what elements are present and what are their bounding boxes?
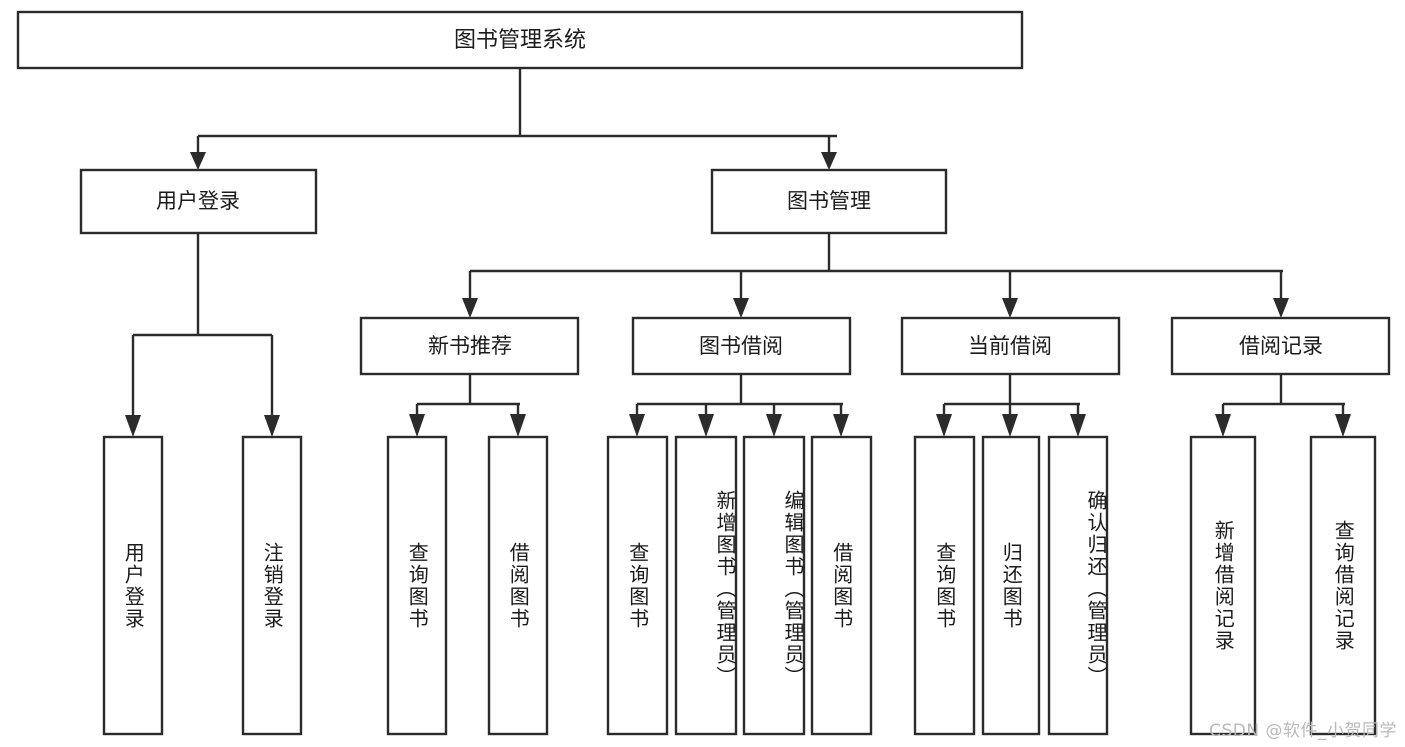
arrowhead-leaf-user-logout <box>264 415 280 437</box>
arrowhead-leaf-return-book <box>1002 414 1018 437</box>
node-leaf-add-book-box[interactable] <box>674 435 738 736</box>
node-user-login-box[interactable] <box>79 168 318 235</box>
arrowhead-leaf-add-book <box>698 414 714 437</box>
arrowhead-user-login <box>190 152 206 170</box>
arrowhead-leaf-borrow-book-1 <box>510 414 526 437</box>
arrowhead-leaf-query-record <box>1335 414 1351 437</box>
node-borrow-record[interactable]: 借阅记录 <box>1170 316 1391 376</box>
node-user-login-label: 用户登录 <box>156 189 240 213</box>
node-book-manage-box[interactable] <box>710 168 948 235</box>
node-root-label: 图书管理系统 <box>454 28 586 53</box>
node-new-book-recommend-label: 新书推荐 <box>428 334 512 358</box>
node-book-borrow[interactable]: 图书借阅 <box>631 316 852 376</box>
arrowhead-leaf-user-login <box>125 415 141 437</box>
arrowhead-book-manage <box>821 152 837 170</box>
node-current-borrow-label: 当前借阅 <box>968 334 1052 358</box>
node-book-borrow-box[interactable] <box>631 316 852 376</box>
node-leaf-user-logout-box[interactable] <box>241 435 303 736</box>
arrowhead-book-borrow <box>733 298 749 318</box>
edges-new-book-recommend-to-leaves <box>409 374 526 437</box>
arrowhead-borrow-record <box>1273 298 1289 318</box>
node-root[interactable]: 图书管理系统 <box>16 10 1024 70</box>
node-user-login[interactable]: 用户登录 <box>79 168 318 235</box>
node-leaf-user-login-box[interactable] <box>102 435 164 736</box>
node-leaf-query-book-1-box[interactable] <box>386 435 448 736</box>
arrowhead-leaf-query-book-3 <box>936 414 952 437</box>
node-borrow-record-box[interactable] <box>1170 316 1391 376</box>
arrowhead-current-borrow <box>1002 298 1018 318</box>
edges-book-borrow-to-leaves <box>629 374 849 437</box>
arrowhead-leaf-query-book-2 <box>629 414 645 437</box>
node-leaf-edit-book-box[interactable] <box>742 435 806 736</box>
node-new-book-recommend[interactable]: 新书推荐 <box>359 316 580 376</box>
arrowhead-leaf-query-book-1 <box>409 414 425 437</box>
node-leaf-query-book-2-box[interactable] <box>606 435 669 736</box>
arrowhead-leaf-confirm-return <box>1070 414 1086 437</box>
node-leaf-borrow-book-2-box[interactable] <box>810 435 873 736</box>
node-leaf-query-record-box[interactable] <box>1309 435 1377 736</box>
node-leaf-query-book-3-box[interactable] <box>913 435 976 736</box>
edges-borrow-record-to-leaves <box>1215 374 1351 437</box>
node-current-borrow-box[interactable] <box>900 316 1121 376</box>
csdn-watermark: CSDN @软件_小贺同学 <box>1209 721 1397 741</box>
node-book-manage-label: 图书管理 <box>787 189 871 213</box>
edges-root-to-level1 <box>190 68 837 170</box>
node-current-borrow[interactable]: 当前借阅 <box>900 316 1121 376</box>
arrowhead-new-book-recommend <box>462 298 478 318</box>
arrowhead-leaf-borrow-book-2 <box>833 414 849 437</box>
node-book-borrow-label: 图书借阅 <box>699 334 783 358</box>
node-leaf-return-book-box[interactable] <box>981 435 1041 736</box>
edges-book-manage-to-level2 <box>462 233 1289 318</box>
leaf-boxes <box>102 435 1377 736</box>
edges-user-login-to-leaves <box>125 233 280 437</box>
arrowhead-leaf-edit-book <box>766 414 782 437</box>
node-leaf-confirm-return-box[interactable] <box>1047 435 1109 736</box>
edges-current-borrow-to-leaves <box>936 374 1086 437</box>
node-borrow-record-label: 借阅记录 <box>1239 334 1323 358</box>
node-root-box[interactable] <box>16 10 1024 70</box>
arrowhead-leaf-add-record <box>1215 414 1231 437</box>
node-new-book-recommend-box[interactable] <box>359 316 580 376</box>
node-leaf-borrow-book-1-box[interactable] <box>487 435 549 736</box>
node-leaf-add-record-box[interactable] <box>1189 435 1257 736</box>
node-book-manage[interactable]: 图书管理 <box>710 168 948 235</box>
